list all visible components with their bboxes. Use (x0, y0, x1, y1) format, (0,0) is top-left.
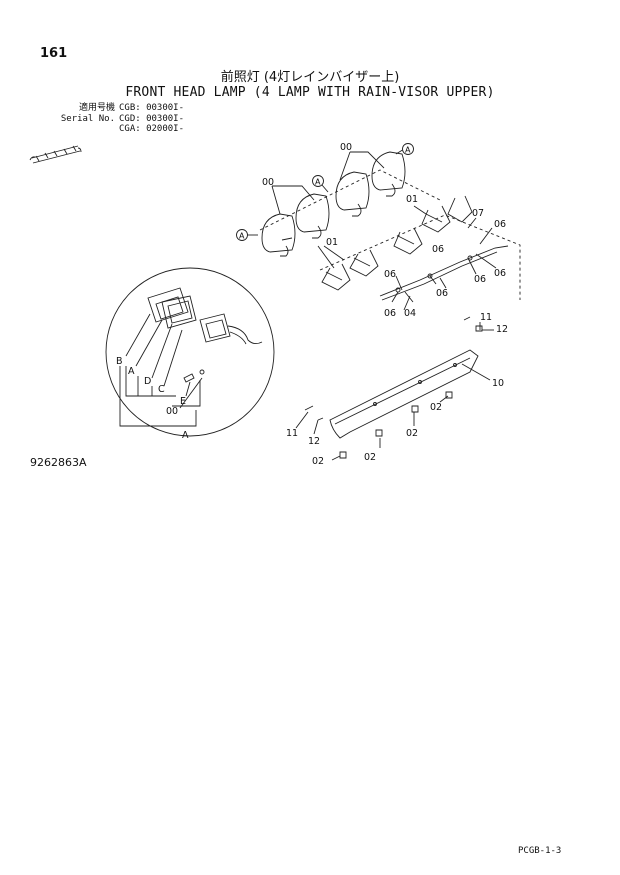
callout-12-right: 12 (496, 324, 508, 335)
serial-value: CGA: 02000I- (119, 124, 185, 134)
view-marker-a-mid: A (315, 178, 321, 187)
title-english: FRONT HEAD LAMP (4 LAMP WITH RAIN-VISOR … (125, 85, 495, 100)
callout-06-b: 06 (432, 244, 444, 255)
detail-letter-a: A (128, 366, 135, 377)
serial-value: CGD: 00300I- (119, 113, 185, 124)
figure-id: 9262863A (30, 456, 87, 469)
detail-circle (105, 267, 275, 437)
callout-02-d: 02 (312, 456, 324, 467)
lamp-4 (371, 151, 406, 197)
title-japanese: 前照灯 (4灯レインバイザー上) (220, 70, 400, 85)
callout-00-left: 00 (262, 177, 274, 188)
machine-icon (29, 145, 82, 164)
callout-01-left: 01 (326, 237, 338, 248)
detail-letter-d: D (144, 376, 151, 387)
detail-letter-00: 00 (166, 406, 178, 417)
view-marker-a-left: A (239, 232, 245, 241)
callout-06-f: 06 (436, 288, 448, 299)
view-marker-shapes (236, 143, 414, 241)
callout-11-right: 11 (480, 312, 492, 323)
callout-07: 07 (472, 208, 484, 219)
cable-harness (379, 245, 509, 303)
callout-11-left: 11 (286, 428, 298, 439)
callout-02-a: 02 (430, 402, 442, 413)
callout-02-c: 02 (364, 452, 376, 463)
lamp-2 (295, 193, 330, 239)
page-number: 161 (40, 46, 68, 61)
serial-value: CGB: 00300I- (119, 103, 185, 113)
callout-10: 10 (492, 378, 504, 389)
view-marker-a-right: A (405, 146, 411, 155)
callout-06-e: 06 (384, 269, 396, 280)
serial-row: Serial No. CGD: 00300I- (52, 114, 184, 125)
rain-visor (329, 349, 479, 439)
detail-letter-a-bottom: A (182, 430, 189, 441)
callout-06-g: 06 (384, 308, 396, 319)
detail-letter-c: C (158, 384, 165, 395)
callout-06-a: 06 (494, 219, 506, 230)
serial-row: 適用号機 CGB: 00300I- (52, 103, 184, 114)
callout-00-top: 00 (340, 142, 352, 153)
serial-label: 適用号機 (78, 103, 115, 113)
callout-06-c: 06 (494, 268, 506, 279)
page-code: PCGB-1-3 (518, 846, 562, 856)
callout-02-b: 02 (406, 428, 418, 439)
serial-block: 適用号機 CGB: 00300I- Serial No. CGD: 00300I… (52, 103, 184, 135)
detail-letter-e: E (180, 396, 186, 407)
callout-04: 04 (404, 308, 416, 319)
serial-label: Serial No. (60, 113, 115, 124)
lamp-1 (261, 213, 296, 257)
lamp-3 (335, 171, 370, 217)
callout-06-d: 06 (474, 274, 486, 285)
bolt-group (304, 316, 483, 459)
callout-12-left: 12 (308, 436, 320, 447)
detail-letter-b: B (116, 356, 123, 367)
bracket-group (321, 195, 473, 291)
leader-lines (271, 151, 497, 461)
callout-01-right: 01 (406, 194, 418, 205)
serial-row: CGA: 02000I- (52, 124, 184, 135)
